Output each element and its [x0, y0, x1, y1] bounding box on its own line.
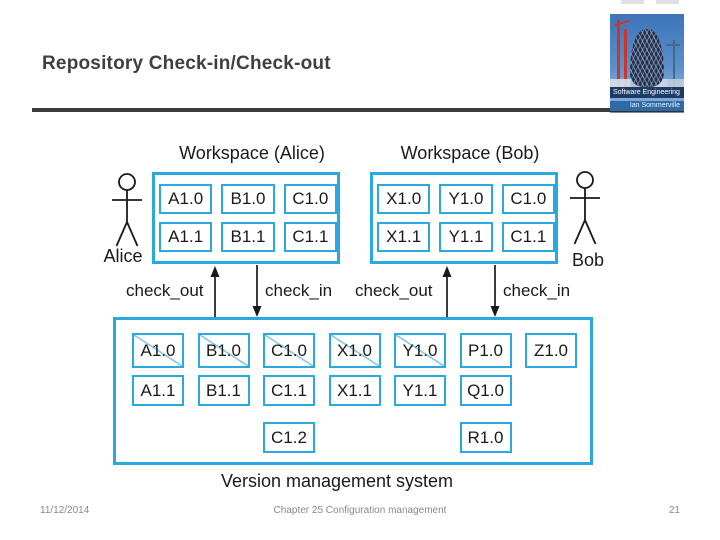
version-management-system-box: A1.0 B1.0 C1.0 X1.0 Y1.0 P1.0 Z1.0 A1.1 …	[113, 317, 593, 465]
version-box: X1.0	[377, 184, 431, 214]
version-box: A1.0	[159, 184, 213, 214]
footer-date: 11/12/2014	[40, 505, 90, 516]
version-box: R1.0	[459, 422, 512, 453]
crane-arm-icon	[666, 44, 680, 46]
bob-stick-figure-icon	[569, 171, 601, 245]
version-box: Q1.0	[459, 375, 512, 406]
version-box: B1.0	[221, 184, 275, 214]
check-in-label: check_in	[503, 281, 571, 300]
check-out-label: check_out	[355, 281, 433, 300]
version-box: Y1.1	[394, 375, 446, 406]
version-box: C1.1	[501, 222, 555, 252]
version-box: X1.1	[328, 375, 381, 406]
crane-icon	[617, 20, 620, 88]
gherkin-building-icon	[630, 29, 664, 87]
version-box: C1.0	[283, 184, 337, 214]
version-box: B1.1	[221, 222, 275, 252]
version-box: B1.0	[197, 333, 250, 368]
version-box: C1.1	[283, 222, 337, 252]
footer-title: Chapter 25 Configuration management	[273, 505, 447, 516]
version-box: Z1.0	[525, 333, 577, 368]
title-divider	[32, 108, 684, 112]
version-box: C1.0	[501, 184, 555, 214]
book-cover-image: Software Engineering Ian Sommerville	[610, 14, 684, 111]
workspace-alice-box: A1.0 B1.0 C1.0 A1.1 B1.1 C1.1	[152, 172, 340, 264]
version-box: Y1.1	[439, 222, 493, 252]
version-box: C1.0	[263, 333, 315, 368]
check-in-arrow	[490, 265, 500, 317]
check-out-label: check_out	[126, 281, 204, 300]
repository-caption: Version management system	[220, 471, 454, 491]
version-box: P1.0	[459, 333, 512, 368]
version-box: A1.1	[132, 375, 184, 406]
version-box: C1.1	[263, 375, 315, 406]
version-box: C1.2	[263, 422, 315, 453]
version-box: X1.0	[328, 333, 381, 368]
book-cover-author: Ian Sommerville	[610, 101, 684, 111]
workspace-bob-box: X1.0 Y1.0 C1.0 X1.1 Y1.1 C1.1	[370, 172, 558, 264]
check-out-arrow	[210, 266, 220, 317]
check-in-label: check_in	[265, 281, 333, 300]
footer-page-number: 21	[668, 505, 680, 516]
top-edge-artifact	[621, 0, 644, 4]
slide-title: Repository Check-in/Check-out	[42, 53, 331, 74]
version-box: X1.1	[377, 222, 431, 252]
crane-icon	[673, 40, 675, 90]
actor-bob-label: Bob	[571, 250, 605, 270]
check-in-arrow	[252, 265, 262, 317]
alice-stick-figure-icon	[111, 173, 143, 247]
version-box: A1.0	[132, 333, 184, 368]
book-cover-title: Software Engineering	[610, 87, 684, 98]
version-box: Y1.0	[439, 184, 493, 214]
workspace-alice-title: Workspace (Alice)	[179, 143, 325, 163]
actor-alice-label: Alice	[103, 246, 143, 266]
top-edge-artifact	[656, 0, 679, 4]
check-out-arrow	[442, 266, 452, 317]
workspace-bob-title: Workspace (Bob)	[400, 143, 540, 163]
version-box: Y1.0	[394, 333, 446, 368]
version-box: A1.1	[159, 222, 213, 252]
version-box: B1.1	[197, 375, 250, 406]
crane-icon	[624, 29, 627, 88]
